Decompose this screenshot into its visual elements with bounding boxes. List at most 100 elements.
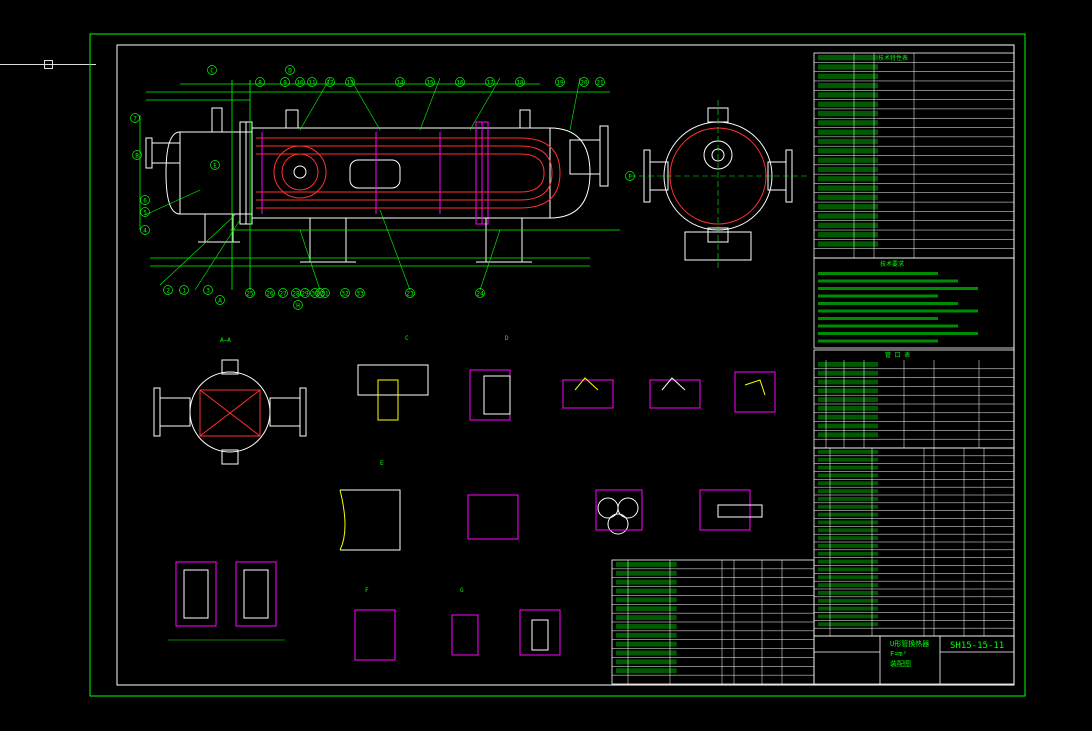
detail-views-row3	[354, 609, 561, 661]
table-cell-text	[818, 622, 878, 627]
table-cell-text	[818, 241, 878, 247]
leader-lines	[144, 77, 581, 291]
callout-circle	[293, 300, 303, 310]
nozzle-rows	[814, 360, 1014, 448]
table-cell-text	[818, 614, 878, 619]
callout-label: H	[296, 303, 300, 310]
notes-title: 技术要求	[880, 260, 904, 268]
callout-label: D	[288, 68, 292, 75]
callout-circle	[280, 77, 290, 87]
note-line	[818, 317, 938, 320]
table-cell-text	[818, 414, 878, 420]
note-line	[818, 332, 978, 335]
table-cell-text	[616, 624, 677, 629]
table-cell-text	[818, 213, 878, 219]
callout-label: 6	[143, 198, 147, 205]
nozzle-table-title: 管 口 表	[885, 351, 910, 359]
detail-views-row2	[339, 489, 763, 551]
callout-label: 14	[396, 80, 404, 87]
dimension-lines	[139, 80, 620, 290]
callout-label: 31	[321, 291, 329, 298]
table-cell-text	[818, 473, 878, 478]
callout-label: A	[218, 298, 222, 305]
callout-circle	[265, 288, 275, 298]
callout-circle	[295, 77, 305, 87]
callout-label: E	[213, 163, 217, 170]
note-line	[818, 339, 938, 343]
table-cell-text	[818, 120, 878, 126]
table-cell-text	[818, 497, 878, 501]
note-line	[818, 294, 938, 298]
table-cell-text	[818, 138, 878, 145]
table-cell-text	[818, 520, 878, 525]
note-line	[818, 272, 938, 275]
table-cell-text	[818, 194, 878, 201]
parts-list-lower-rows	[612, 560, 814, 684]
table-cell-text	[818, 504, 878, 509]
callout-label: 23	[406, 291, 414, 298]
callout-label: 5	[143, 210, 147, 217]
callout-circle	[325, 77, 335, 87]
callout-label: 11	[308, 80, 316, 87]
callout-label: 25	[246, 291, 254, 298]
callout-label: 26	[266, 291, 274, 298]
table-cell-text	[818, 388, 878, 394]
note-line	[818, 287, 978, 290]
table-cell-text	[616, 588, 677, 594]
title-block	[813, 635, 1015, 685]
table-cell-text	[818, 379, 878, 385]
callout-label: 33	[356, 291, 364, 298]
callout-label: 9	[283, 80, 287, 87]
callout-circle	[215, 295, 225, 305]
callout-circle	[475, 288, 485, 298]
callout-label: 16	[456, 80, 464, 87]
callout-circle	[307, 77, 317, 87]
table-cell-text	[818, 567, 878, 572]
tube-bundle	[256, 137, 561, 209]
section-label-d: D	[505, 335, 509, 342]
main-elevation-view	[145, 107, 609, 263]
callout-circle	[320, 288, 330, 298]
table-cell-text	[818, 166, 878, 173]
callout-circle	[355, 288, 365, 298]
table-cell-text	[616, 615, 677, 620]
notes-lines	[818, 272, 978, 343]
callout-label: 10	[296, 80, 304, 87]
section-label-g: G	[460, 587, 464, 594]
crosshair-cursor-line	[0, 64, 96, 65]
callout-circle	[395, 77, 405, 87]
note-line	[818, 302, 958, 305]
callout-circle	[140, 207, 150, 217]
callout-circle	[140, 195, 150, 205]
callout-label: 30	[311, 291, 319, 298]
callout-circle	[340, 288, 350, 298]
callout-circle	[555, 77, 565, 87]
parts-list-upper-rows	[814, 448, 1014, 636]
callout-label: 15	[426, 80, 434, 87]
table-cell-text	[818, 101, 878, 107]
callout-label: 29	[301, 291, 309, 298]
callout-circle	[310, 288, 320, 298]
note-line	[818, 309, 978, 313]
callout-label: F	[628, 174, 632, 181]
crosshair-cursor-pickbox[interactable]	[44, 60, 53, 69]
table-cell-text	[818, 204, 878, 210]
table-cell-text	[616, 641, 677, 647]
callout-label: 28	[292, 291, 300, 298]
table-cell-text	[818, 232, 878, 238]
table-cell-text	[818, 489, 878, 493]
outer-frame	[89, 33, 1026, 697]
callout-circle	[207, 65, 217, 75]
section-label-f: F	[365, 587, 369, 594]
callout-circle	[625, 171, 635, 181]
table-cell-text	[616, 650, 677, 656]
section-label-e: E	[380, 460, 384, 467]
table-cell-text	[818, 591, 878, 595]
callout-label: 18	[516, 80, 524, 87]
table-cell-text	[818, 423, 878, 429]
callout-circle	[132, 150, 142, 160]
callout-label: 21	[596, 80, 604, 87]
callout-label: 20	[580, 80, 588, 87]
saddle-detail	[168, 561, 285, 641]
